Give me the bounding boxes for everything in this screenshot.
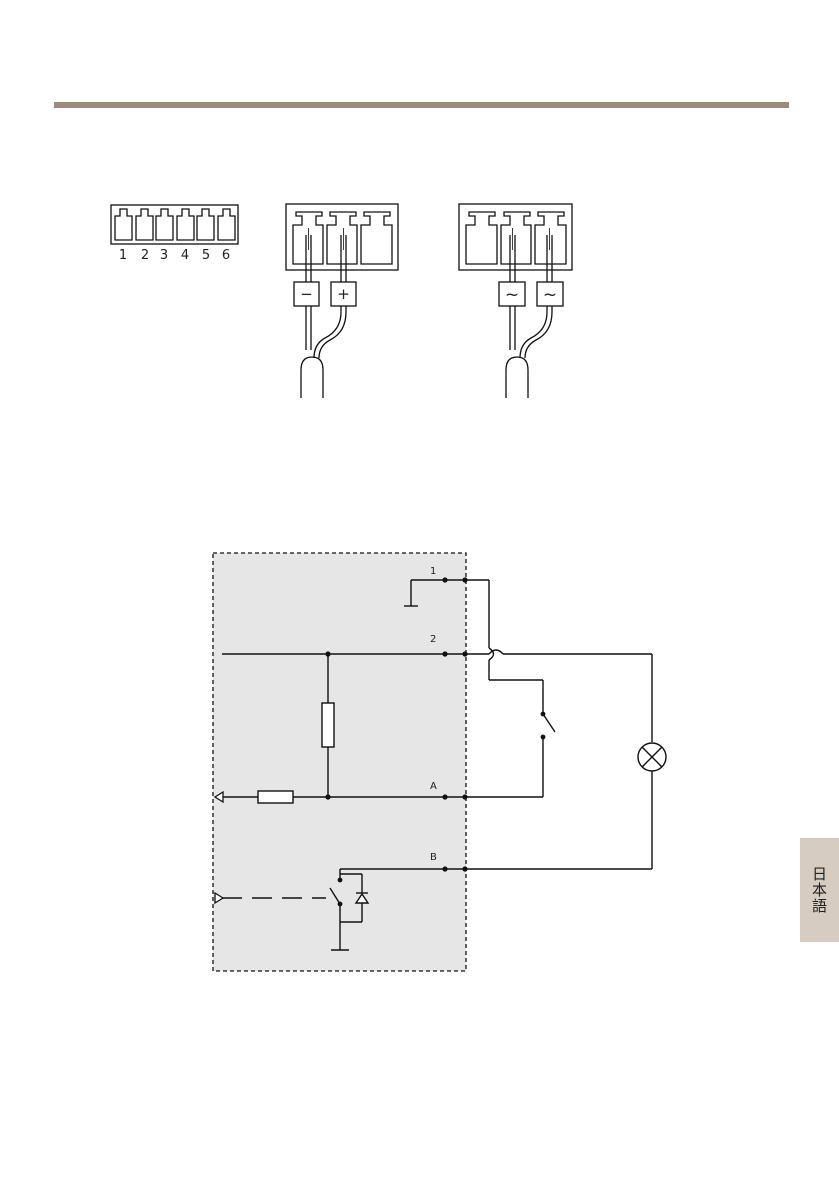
pin-slot (115, 209, 132, 240)
dc-slot (293, 212, 323, 264)
pin-slot (197, 209, 214, 240)
pin-label: 3 (160, 248, 168, 263)
dc-cable (301, 357, 323, 398)
terminal-label-a: A (430, 781, 437, 792)
ac-terminal-labels: ~ ~ (505, 285, 557, 305)
dc-slot (327, 212, 357, 264)
pin-label: 4 (181, 248, 189, 263)
pin-slot (156, 209, 173, 240)
ac-slot (535, 212, 566, 264)
dc-minus-label: − (300, 285, 313, 303)
dc-connector-body (286, 204, 398, 270)
terminal-label-2: 2 (430, 634, 436, 645)
language-side-tab[interactable]: 日本語 (800, 838, 839, 942)
pin-slot (218, 209, 235, 240)
pin-label: 6 (222, 248, 230, 263)
ac-cable (506, 357, 528, 398)
external-switch (543, 714, 555, 732)
ac-tilde-label: ~ (505, 285, 519, 305)
connector-body (111, 205, 238, 244)
pin-slot (177, 209, 194, 240)
pullup-resistor (322, 703, 334, 747)
io-schematic: 1 2 A B (213, 553, 666, 971)
ac-tilde-label: ~ (543, 285, 557, 305)
language-tab-label: 日本語 (809, 866, 830, 914)
ac-slot (466, 212, 497, 264)
dc-terminal-labels: − + (300, 285, 350, 303)
connector-pinout-diagram (111, 205, 238, 244)
terminal-label-b: B (430, 852, 437, 863)
terminal-label-1: 1 (430, 566, 436, 577)
dc-plus-label: + (337, 285, 350, 303)
dc-slot (361, 212, 392, 264)
pin-label: 5 (202, 248, 210, 263)
pin-slot (136, 209, 153, 240)
pin-number-labels: 1 2 3 4 5 6 (119, 248, 230, 263)
ac-slot (501, 212, 531, 264)
pin-label: 1 (119, 248, 127, 263)
series-resistor (258, 791, 293, 803)
pin-label: 2 (141, 248, 149, 263)
